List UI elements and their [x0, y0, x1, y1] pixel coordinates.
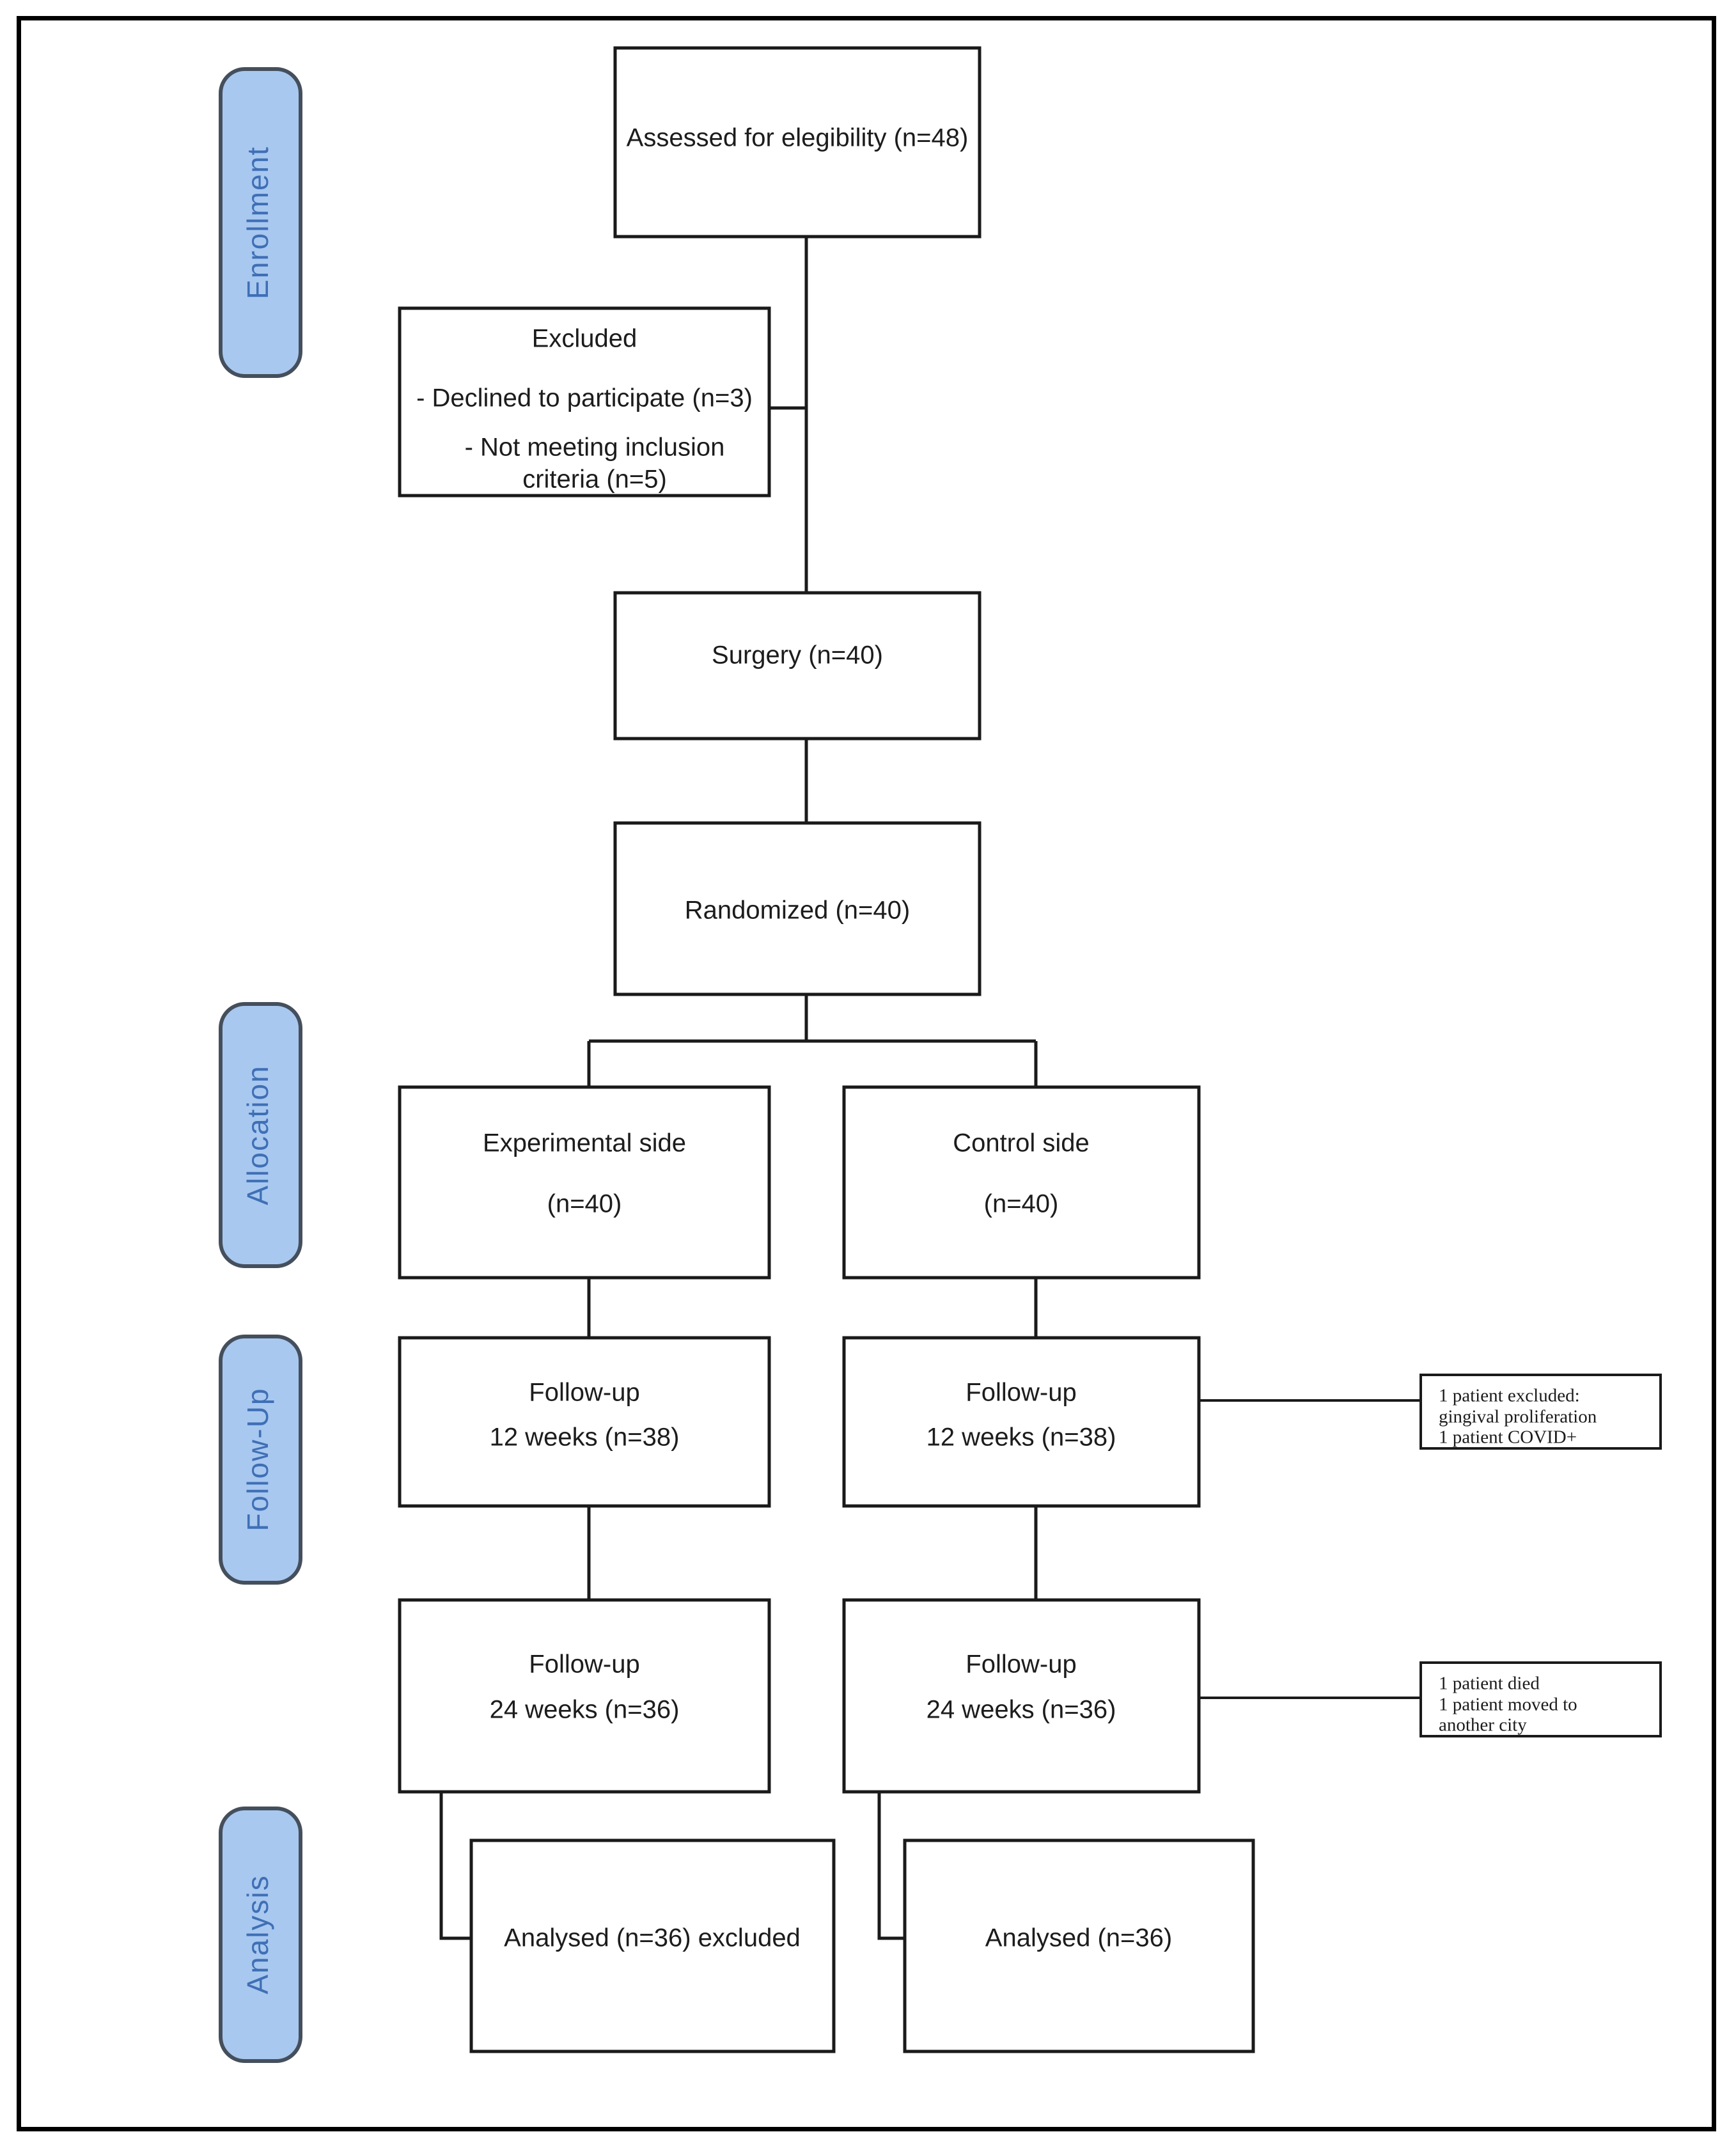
connector-followup24-to-analysed-ctl: [877, 1792, 905, 1940]
connector-randomized-split: [587, 994, 1038, 1087]
node-followup12-exp-label: Follow-up: [529, 1379, 639, 1407]
node-randomized[interactable]: Randomized (n=40): [613, 821, 981, 996]
stage-analysis-text: Analysis: [241, 1874, 274, 1994]
note12-box: [1419, 1374, 1662, 1450]
note24-line-2: 1 patient moved to: [1439, 1695, 1577, 1715]
stage-followup-text: Follow-Up: [241, 1387, 274, 1531]
node-excluded[interactable]: Excluded - Declined to participate (n=3)…: [398, 306, 771, 498]
node-followup12-ctl-box: [842, 1336, 1201, 1508]
node-followup24-ctl-label: Follow-up: [966, 1650, 1076, 1679]
node-excluded-line-notmeeting: - Not meeting inclusion: [465, 434, 725, 462]
stage-allocation-box: [219, 1002, 302, 1268]
node-excluded-line-declined: - Declined to participate (n=3): [416, 384, 753, 412]
node-surgery[interactable]: Surgery (n=40): [613, 591, 981, 741]
node-experimental-label: Experimental side: [483, 1129, 686, 1157]
node-followup24-exp-label: Follow-up: [529, 1650, 639, 1679]
node-experimental-side[interactable]: Experimental side (n=40): [398, 1085, 771, 1280]
connector-layer: [439, 237, 1421, 1940]
node-followup24-control[interactable]: Follow-up 24 weeks (n=36): [842, 1598, 1201, 1794]
node-followup24-exp-detail: 24 weeks (n=36): [490, 1696, 680, 1724]
node-surgery-label: Surgery (n=40): [712, 641, 883, 670]
node-followup24-exp-box: [398, 1598, 771, 1794]
stage-label-enrollment[interactable]: Enrollment: [219, 67, 302, 378]
node-excluded-title: Excluded: [532, 325, 637, 353]
node-analysed-control[interactable]: Analysed (n=36): [903, 1838, 1255, 2053]
node-followup24-experimental[interactable]: Follow-up 24 weeks (n=36): [398, 1598, 771, 1794]
node-excluded-line-criteria: criteria (n=5): [522, 466, 667, 494]
node-randomized-label: Randomized (n=40): [685, 897, 910, 925]
stage-analysis-box: [219, 1807, 302, 2063]
node-followup12-experimental[interactable]: Follow-up 12 weeks (n=38): [398, 1336, 771, 1508]
node-followup24-ctl-box: [842, 1598, 1201, 1794]
node-analysed-exp-box: [469, 1838, 836, 2053]
note12-line-3: 1 patient COVID+: [1439, 1427, 1577, 1448]
node-experimental-n: (n=40): [547, 1190, 622, 1218]
node-assessed-box: [613, 46, 981, 239]
node-surgery-box: [613, 591, 981, 741]
node-control-box: [842, 1085, 1201, 1280]
note24-line-1: 1 patient died: [1439, 1674, 1540, 1694]
node-control-n: (n=40): [984, 1190, 1059, 1218]
stage-enrollment-text: Enrollment: [241, 146, 274, 299]
node-control-label: Control side: [953, 1129, 1089, 1157]
node-analysed-experimental[interactable]: Analysed (n=36) excluded: [469, 1838, 836, 2053]
node-experimental-box: [398, 1085, 771, 1280]
node-analysed-ctl-label: Analysed (n=36): [985, 1924, 1172, 1952]
node-followup24-ctl-detail: 24 weeks (n=36): [927, 1696, 1116, 1724]
node-assessed-for-eligibility[interactable]: Assessed for elegibility (n=48): [613, 46, 981, 239]
node-followup12-exp-detail: 12 weeks (n=38): [490, 1423, 680, 1452]
node-assessed-label: Assessed for elegibility (n=48): [627, 124, 969, 152]
note24-box: [1419, 1661, 1662, 1737]
stage-enrollment-box: [219, 67, 302, 378]
node-followup12-ctl-detail: 12 weeks (n=38): [927, 1423, 1116, 1452]
note12-line-2: gingival proliferation: [1439, 1407, 1597, 1427]
node-followup12-exp-box: [398, 1336, 771, 1508]
node-excluded-box: [398, 306, 771, 498]
node-analysed-exp-label: Analysed (n=36) excluded: [504, 1924, 801, 1952]
node-analysed-ctl-box: [903, 1838, 1255, 2053]
connector-followup24-to-analysed-exp: [439, 1792, 471, 1940]
stage-followup-box: [219, 1335, 302, 1585]
page-border-frame: [17, 16, 1716, 2131]
stage-label-analysis[interactable]: Analysis: [219, 1807, 302, 2063]
node-followup12-control[interactable]: Follow-up 12 weeks (n=38): [842, 1336, 1201, 1508]
stage-label-allocation[interactable]: Allocation: [219, 1002, 302, 1268]
stage-label-followup[interactable]: Follow-Up: [219, 1335, 302, 1585]
note-followup24-exclusions[interactable]: 1 patient died 1 patient moved to anothe…: [1419, 1661, 1662, 1737]
node-followup12-ctl-label: Follow-up: [966, 1379, 1076, 1407]
note-followup12-exclusions[interactable]: 1 patient excluded: gingival proliferati…: [1419, 1374, 1662, 1450]
node-randomized-box: [613, 821, 981, 996]
note24-line-3: another city: [1439, 1715, 1527, 1736]
node-control-side[interactable]: Control side (n=40): [842, 1085, 1201, 1280]
stage-allocation-text: Allocation: [241, 1065, 274, 1205]
note12-line-1: 1 patient excluded:: [1439, 1386, 1580, 1406]
